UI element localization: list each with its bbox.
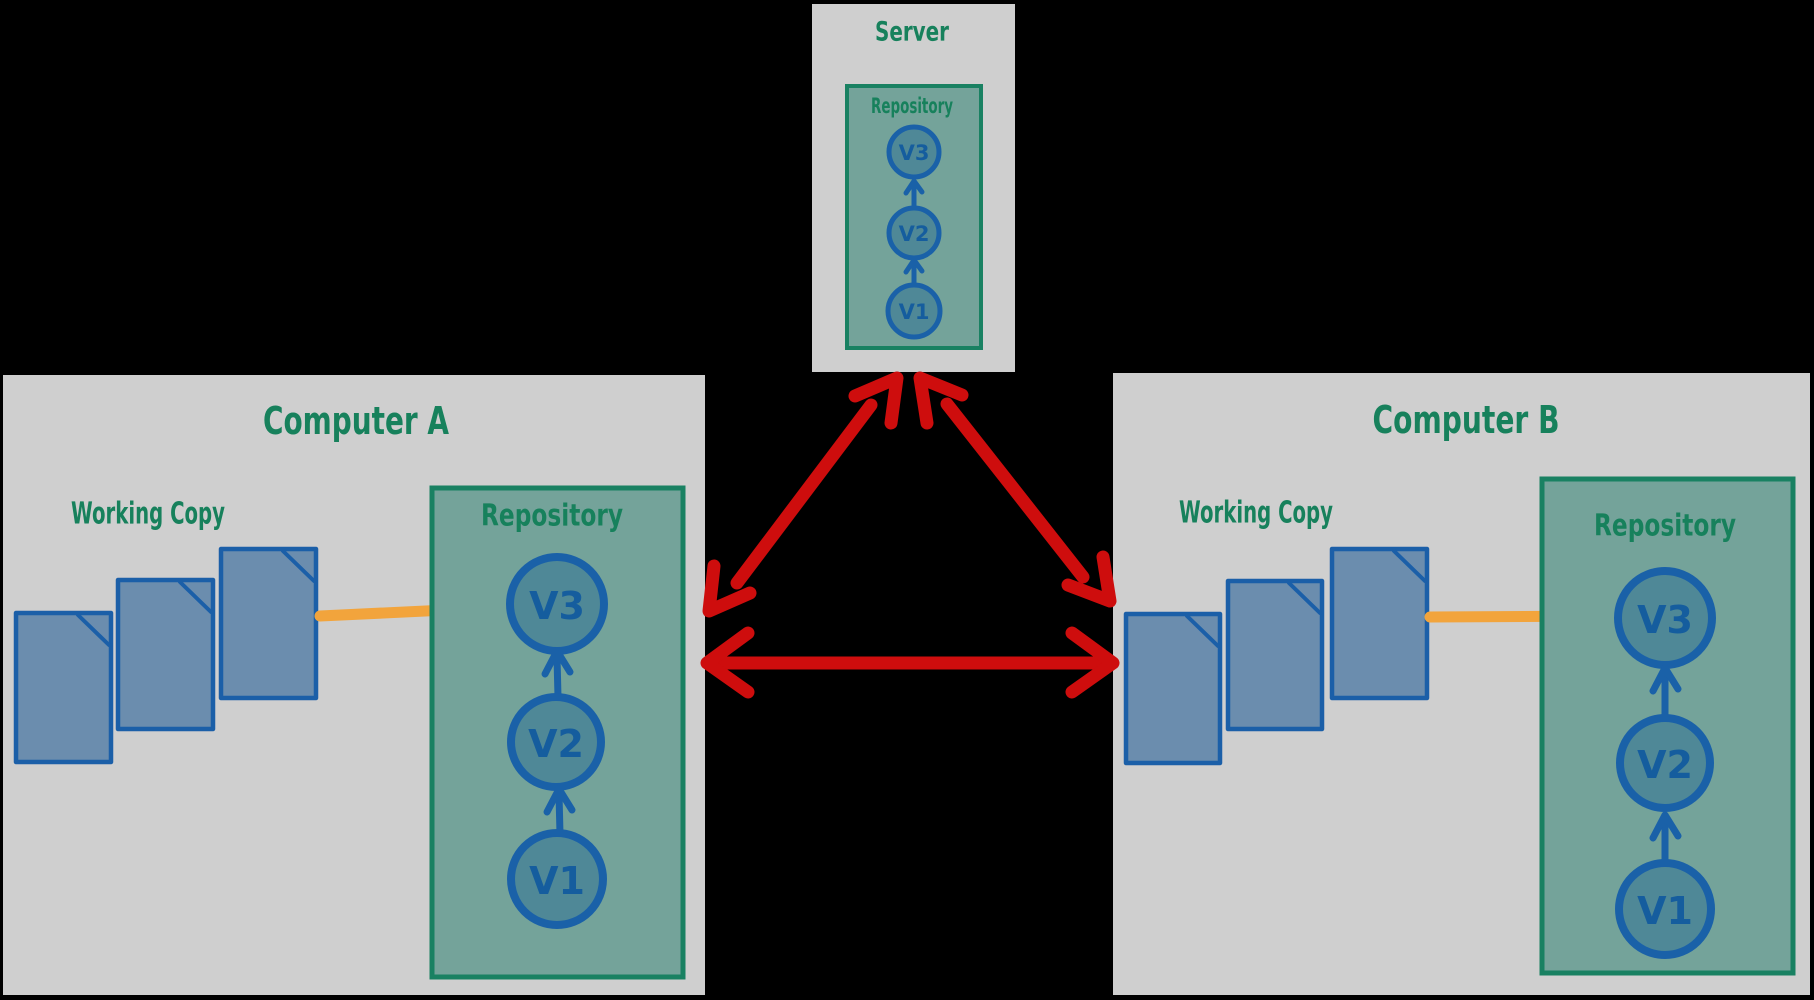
computer-b-version-node-v1 [1615, 859, 1715, 959]
computer-b-title: Computer B [1373, 398, 1560, 442]
document-icon [1329, 546, 1430, 701]
server-version-label-v1: V1 [899, 300, 930, 324]
working-copy-documents-a [13, 546, 319, 765]
document-fold-corner [1392, 549, 1427, 583]
document-fold-corner [1185, 614, 1220, 648]
document-fold-corner [178, 580, 213, 614]
sync-arrowhead [913, 371, 969, 430]
computer-a-version-node-v1 [507, 829, 607, 929]
computer-b-commit-arrowhead-v1-v2 [1649, 811, 1682, 842]
computer-b-version-label-v3: V3 [1637, 598, 1693, 642]
working-copy-documents-b [1123, 546, 1430, 766]
working-copy-label-b: Working Copy [1179, 496, 1333, 531]
server-commit-arrowhead-v1-v2 [903, 257, 925, 275]
sync-arrowhead [700, 626, 755, 699]
sync-arrow-computer-a-server [702, 371, 904, 618]
server-version-label-v3: V3 [899, 141, 930, 165]
sync-arrows [700, 371, 1120, 699]
computer-a-commit-arrowhead-v2-v3 [541, 647, 574, 678]
sync-arrow-server-computer-b [913, 371, 1117, 608]
computer-a-version-node-v2 [507, 693, 605, 791]
server-version-label-v2: V2 [899, 222, 930, 246]
computer-a-title: Computer A [263, 399, 449, 443]
computer-b-version-label-v2: V2 [1637, 743, 1693, 787]
sync-arrowhead [848, 371, 904, 430]
computer-a-panel: Computer A Working Copy Repository V3 V2… [3, 375, 705, 995]
server-title: Server [875, 17, 949, 48]
computer-a-version-label-v2: V2 [528, 722, 584, 766]
computer-a-version-label-v1: V1 [529, 859, 585, 903]
computer-a-commit-arrow-v2-v3 [553, 653, 562, 701]
document-icon [1123, 611, 1223, 766]
document-icon [13, 610, 114, 765]
computer-b-version-node-v2 [1616, 714, 1714, 812]
computer-a-repository-label: Repository [481, 499, 623, 534]
sync-arrowhead [1065, 626, 1120, 699]
computer-b-version-label-v1: V1 [1637, 889, 1693, 933]
document-fold-corner [76, 613, 111, 647]
server-version-node-v1 [885, 282, 943, 340]
computer-a-commit-arrowhead-v1-v2 [543, 785, 576, 816]
document-fold-corner [281, 549, 316, 583]
server-repository-label: Repository [871, 94, 953, 118]
sync-arrowhead [1061, 550, 1117, 608]
sync-arrowhead [702, 559, 757, 618]
server-commit-arrowhead-v2-v3 [903, 178, 925, 196]
computer-a-version-label-v3: V3 [529, 584, 585, 628]
computer-b-repository-label: Repository [1594, 509, 1736, 544]
document-icon [1225, 578, 1325, 732]
computer-b-panel: Computer B Working Copy Repository V3 V2… [1113, 373, 1810, 995]
sync-arrow-computer-a-computer-b [700, 626, 1120, 699]
document-fold-corner [1287, 581, 1322, 615]
working-copy-label-a: Working Copy [71, 497, 225, 532]
server-version-node-v3 [886, 124, 942, 180]
document-icon [115, 577, 216, 732]
document-icon [218, 546, 319, 701]
server-panel: Server Repository V3 V2 V1 [812, 4, 1015, 372]
computer-b-commit-arrowhead-v2-v3 [1649, 664, 1682, 695]
computer-a-commit-arrow-v1-v2 [555, 790, 564, 838]
